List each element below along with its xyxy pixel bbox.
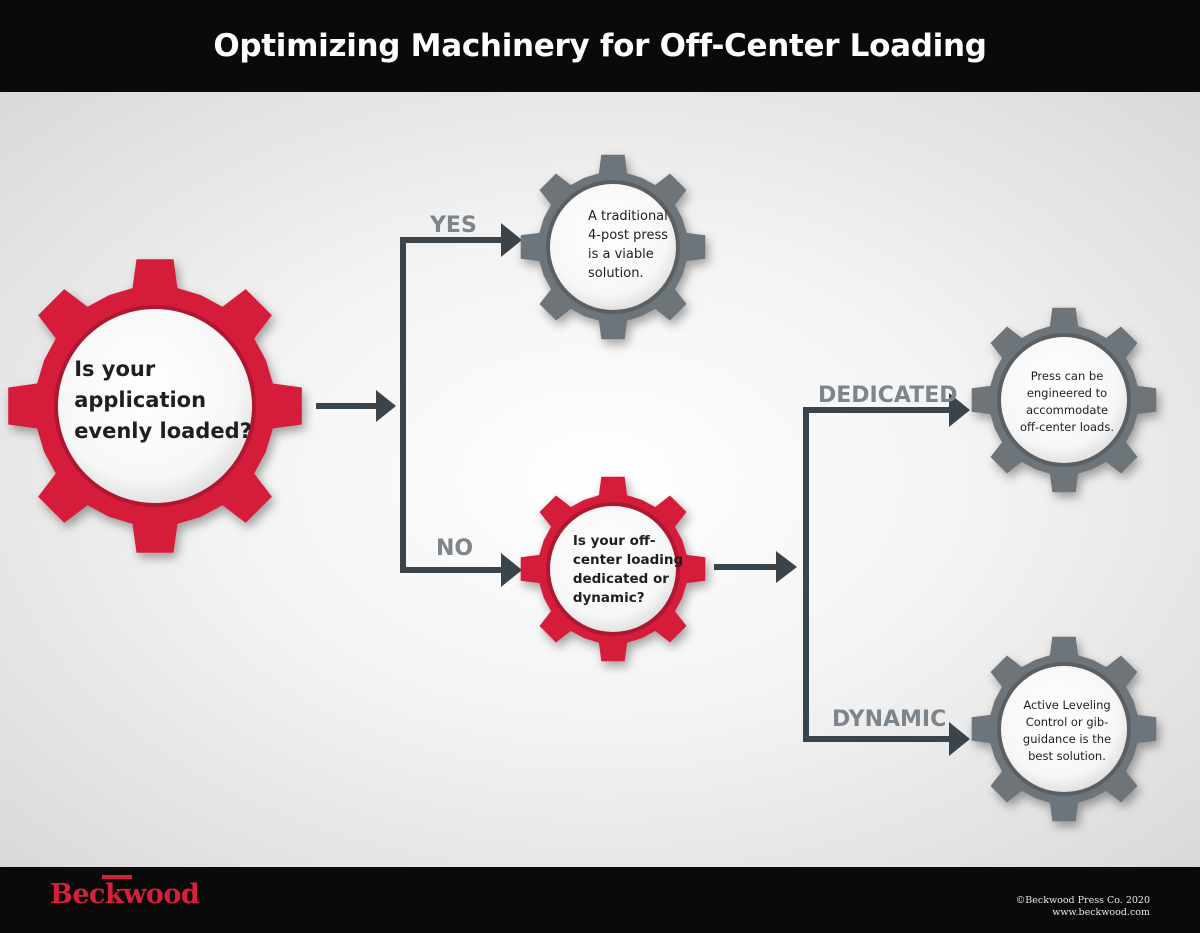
branch-label-dedicated: DEDICATED: [818, 383, 958, 408]
gears: [8, 154, 1157, 822]
arrowhead-icon: [776, 551, 797, 583]
beckwood-logo: Beckwood: [50, 879, 200, 910]
branch-label-yes: YES: [429, 213, 477, 238]
answer-active-leveling: Active Leveling Control or gib- guidance…: [1022, 698, 1112, 763]
header-bar: Optimizing Machinery for Off-Center Load…: [0, 0, 1200, 92]
arrowhead-icon: [949, 393, 970, 427]
arrowhead-icon: [501, 553, 522, 587]
logo-accent: [102, 875, 132, 879]
arrowhead-icon: [501, 223, 522, 257]
connector-split-dedicated-dynamic: [803, 407, 951, 742]
connector-split-yes-no: [400, 237, 503, 573]
connectors: [316, 223, 970, 756]
arrowhead-icon: [949, 722, 970, 756]
gear-face: [58, 309, 252, 503]
question-evenly-loaded: Is your application evenly loaded?: [74, 356, 252, 443]
answer-engineered-press: Press can be engineered to accommodate o…: [1020, 369, 1114, 434]
page-title: Optimizing Machinery for Off-Center Load…: [213, 28, 987, 64]
branch-label-no: NO: [436, 536, 473, 561]
arrowhead-icon: [376, 390, 396, 422]
website-text: www.beckwood.com: [1052, 907, 1150, 918]
flowchart: YES NO DEDICATED DYNAMIC: [8, 154, 1157, 822]
gear-face: [1001, 337, 1127, 463]
question-dedicated-or-dynamic: Is your off- center loading dedicated or…: [572, 533, 684, 606]
diagram-canvas: YES NO DEDICATED DYNAMIC Is your applica…: [0, 92, 1200, 867]
answer-traditional-press: A traditional 4-post press is a viable s…: [587, 209, 669, 281]
gear-face: [550, 184, 676, 310]
footer-bar: Beckwood ©Beckwood Press Co. 2020 www.be…: [0, 867, 1200, 933]
gear-face: [1001, 666, 1127, 792]
gear-face: [550, 506, 676, 632]
copyright-text: ©Beckwood Press Co. 2020: [1015, 895, 1150, 906]
branch-label-dynamic: DYNAMIC: [832, 707, 946, 732]
copyright-block: ©Beckwood Press Co. 2020 www.beckwood.co…: [1016, 895, 1150, 919]
